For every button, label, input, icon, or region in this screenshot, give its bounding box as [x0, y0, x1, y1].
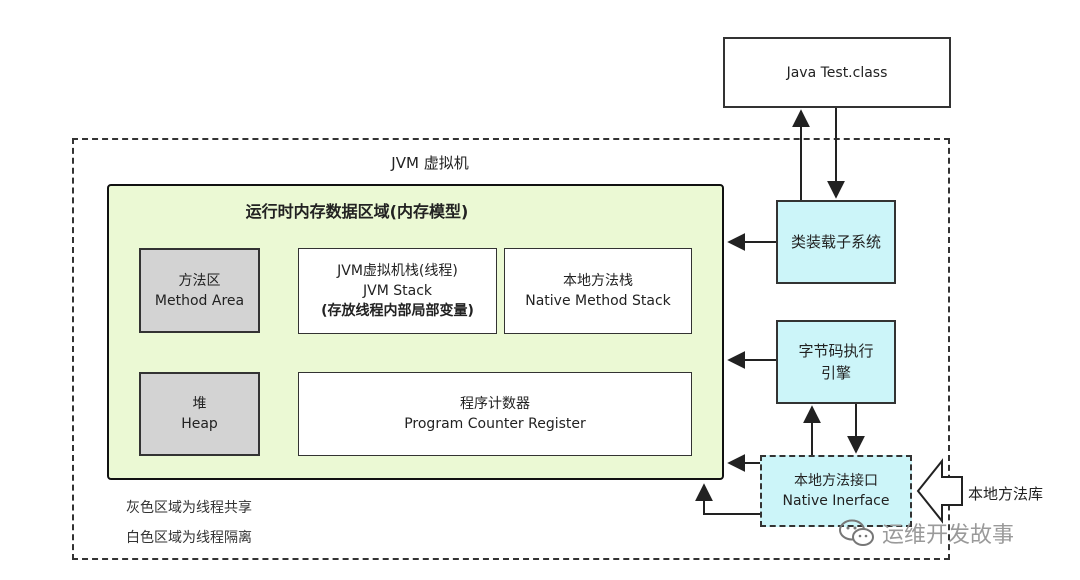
pc-register-label-cn: 程序计数器 [460, 396, 530, 412]
jvm-stack-label-cn: JVM虚拟机栈(线程) [337, 263, 458, 279]
heap-label-en: Heap [181, 416, 218, 432]
wechat-icon [839, 519, 874, 546]
white-area-note: 白色区域为线程隔离 [126, 530, 252, 546]
native-interface-box: 本地方法接口 Native Inerface [760, 455, 912, 527]
watermark: 运维开发故事 [838, 517, 1014, 549]
arrow-interface-elbow [695, 483, 760, 515]
jvm-boundary [72, 138, 950, 560]
java-class-box: Java Test.class [723, 37, 951, 108]
class-loader-label: 类装载子系统 [790, 233, 881, 251]
watermark-text: 运维开发故事 [882, 523, 1015, 548]
native-stack-box: 本地方法栈 Native Method Stack [504, 248, 692, 334]
pc-register-box: 程序计数器 Program Counter Register [298, 372, 692, 456]
method-area-box: 方法区 Method Area [139, 248, 260, 333]
native-interface-label-cn: 本地方法接口 [794, 473, 878, 489]
java-class-label: Java Test.class [786, 64, 888, 81]
exec-engine-box: 字节码执行引擎 [776, 320, 896, 404]
jvm-stack-label-en: JVM Stack [363, 283, 432, 299]
heap-box: 堆 Heap [139, 372, 260, 456]
jvm-title: JVM 虚拟机 [391, 154, 469, 172]
method-area-label-cn: 方法区 [178, 272, 221, 289]
native-library-arrow [916, 458, 963, 524]
heap-label-cn: 堆 [192, 396, 207, 412]
native-library-label: 本地方法库 [968, 485, 1044, 503]
jvm-stack-box: JVM虚拟机栈(线程) JVM Stack (存放线程内部局部变量) [298, 248, 497, 334]
exec-engine-label: 字节码执行引擎 [798, 342, 874, 382]
gray-area-note: 灰色区域为线程共享 [126, 500, 252, 516]
native-stack-label-cn: 本地方法栈 [563, 273, 633, 289]
jvm-stack-note: (存放线程内部局部变量) [321, 303, 474, 319]
runtime-area-title: 运行时内存数据区域(内存模型) [245, 202, 469, 221]
class-loader-box: 类装载子系统 [776, 200, 896, 284]
native-interface-label-en: Native Inerface [782, 493, 890, 509]
pc-register-label-en: Program Counter Register [404, 416, 586, 432]
native-stack-label-en: Native Method Stack [525, 293, 671, 309]
method-area-label-en: Method Area [154, 292, 245, 309]
